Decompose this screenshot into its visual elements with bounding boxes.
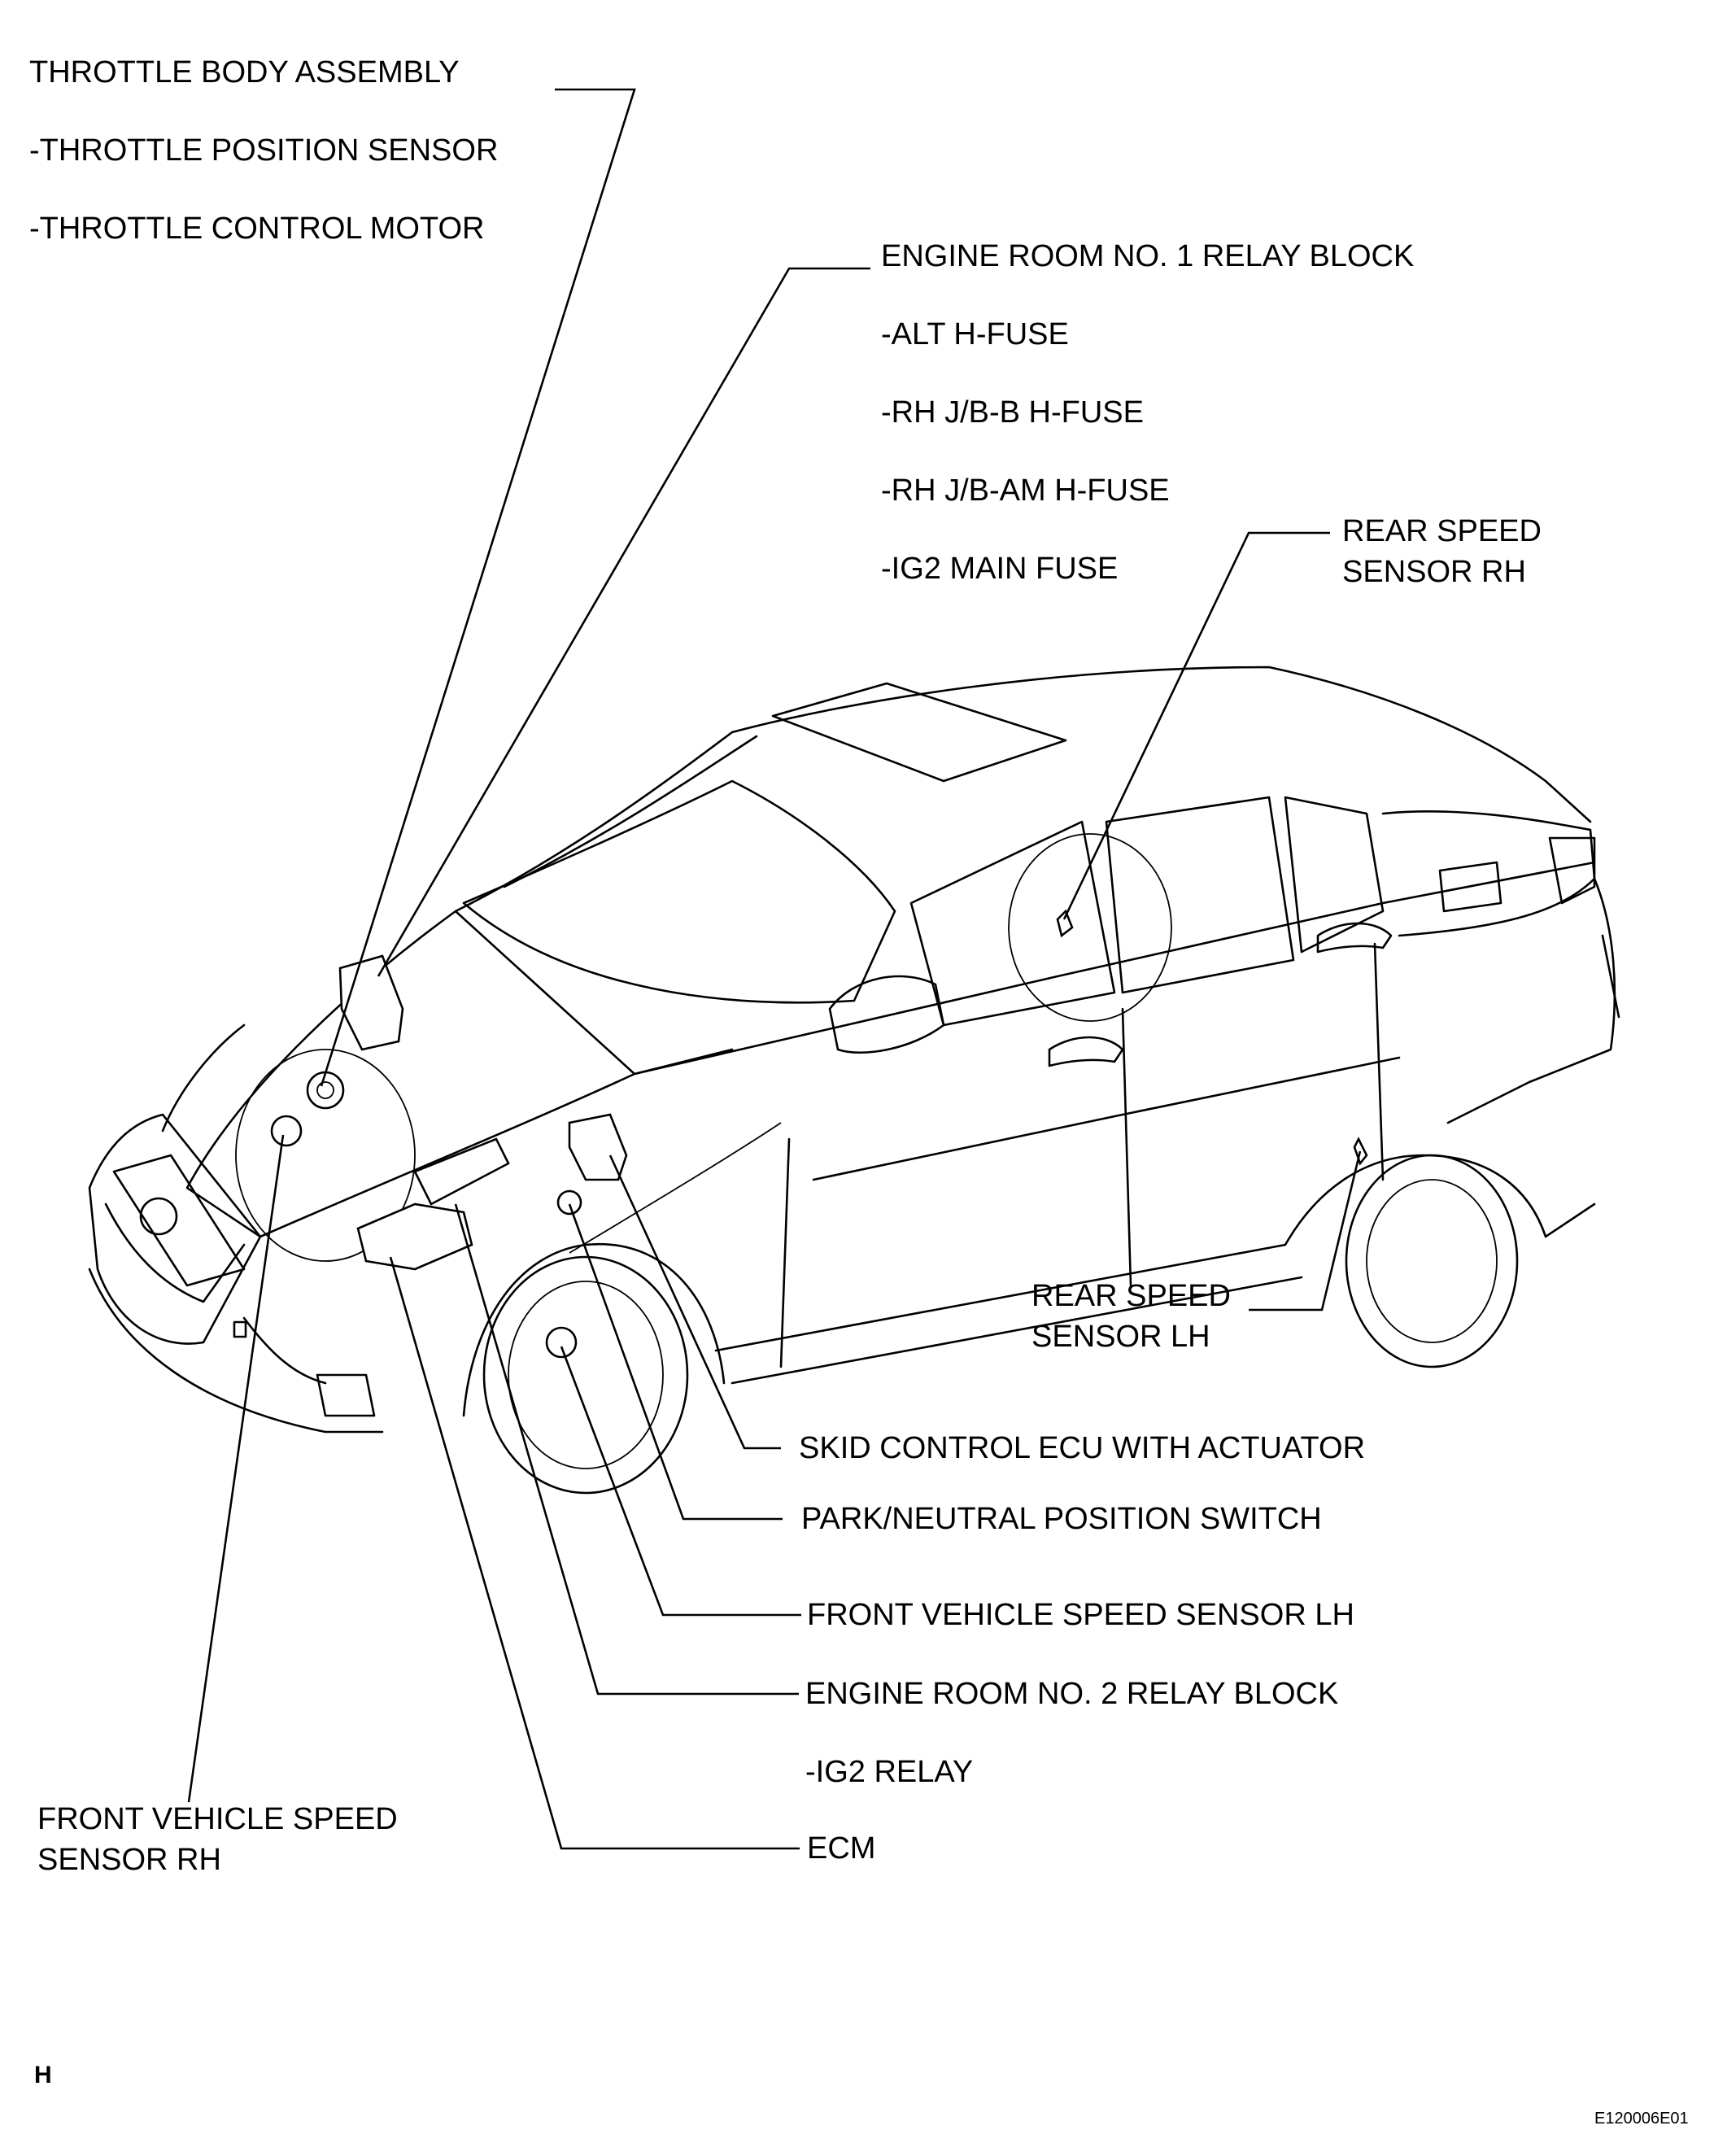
front-speed-sensor-rh-label-line1: FRONT VEHICLE SPEED [37,1802,398,1836]
car-outline [88,666,1620,1495]
engine-room-2-relay-block-label: ENGINE ROOM NO. 2 RELAY BLOCK [805,1677,1339,1711]
throttle-control-motor-label: -THROTTLE CONTROL MOTOR [29,212,485,246]
front-speed-sensor-rh-label-line2: SENSOR RH [37,1843,221,1877]
ig2-relay-label: -IG2 RELAY [805,1755,974,1789]
rear-speed-sensor-lh-label-line2: SENSOR LH [1031,1320,1210,1354]
component-symbols [270,909,1368,1359]
rh-jb-am-h-fuse-label: -RH J/B-AM H-FUSE [881,474,1170,508]
ig2-main-fuse-label: -IG2 MAIN FUSE [881,552,1119,586]
engine-room-1-relay-block-label: ENGINE ROOM NO. 1 RELAY BLOCK [881,239,1415,273]
throttle-position-sensor-label: -THROTTLE POSITION SENSOR [29,133,499,168]
leader-lines [187,88,1362,1850]
front-speed-sensor-lh-label: FRONT VEHICLE SPEED SENSOR LH [807,1598,1354,1632]
rh-jb-b-h-fuse-label: -RH J/B-B H-FUSE [881,395,1144,430]
ecm-label: ECM [807,1831,876,1866]
page-marker: H [34,2062,52,2088]
throttle-body-label: THROTTLE BODY ASSEMBLY [29,55,460,89]
rear-speed-sensor-lh-label-line1: REAR SPEED [1031,1279,1231,1313]
park-neutral-switch-label: PARK/NEUTRAL POSITION SWITCH [801,1502,1322,1536]
rear-speed-sensor-rh-label-line2: SENSOR RH [1342,555,1526,589]
alt-h-fuse-label: -ALT H-FUSE [881,317,1069,351]
figure-code: E120006E01 [1594,2110,1689,2128]
rear-speed-sensor-rh-label-line1: REAR SPEED [1342,514,1542,548]
skid-control-ecu-label: SKID CONTROL ECU WITH ACTUATOR [799,1431,1366,1465]
